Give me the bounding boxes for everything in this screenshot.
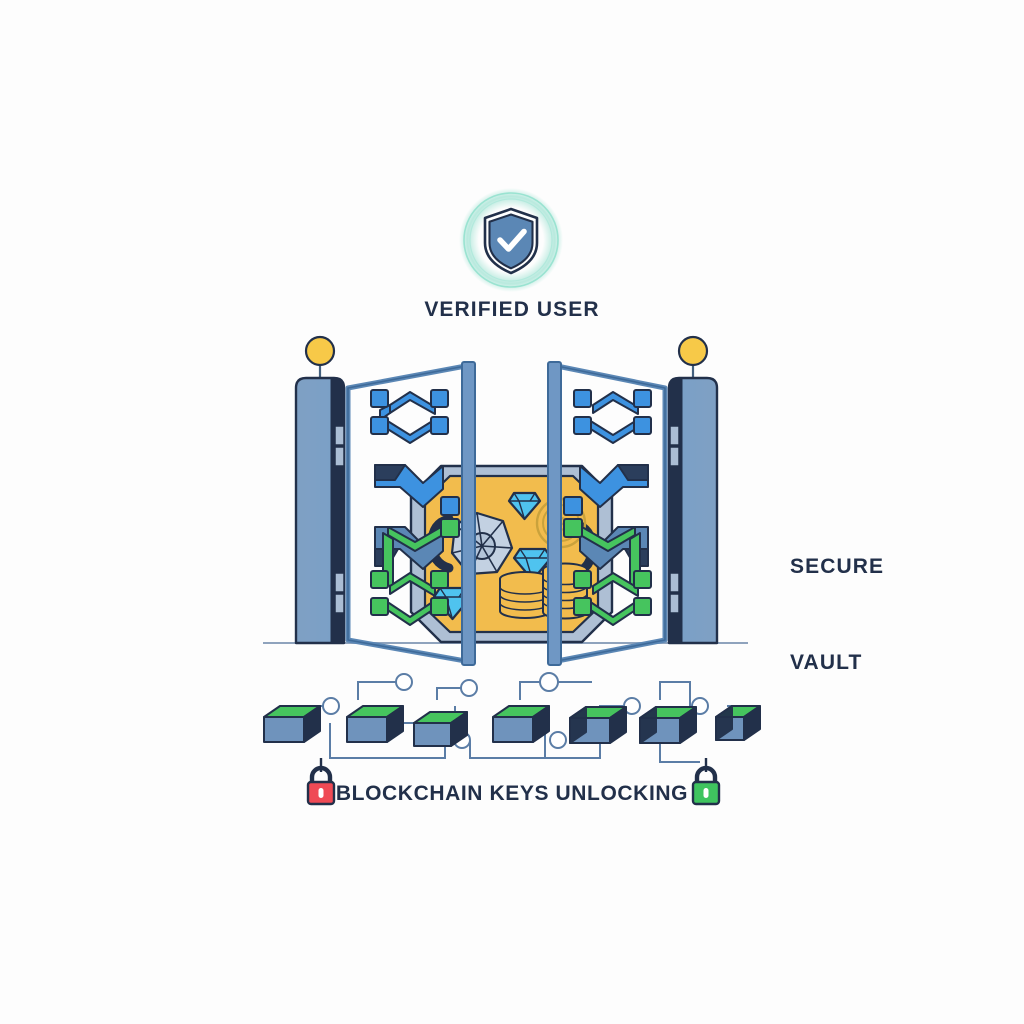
chain-block <box>346 705 404 743</box>
coin-stack-icon <box>499 571 551 619</box>
left-door[interactable] <box>345 361 476 666</box>
node-square <box>633 416 652 435</box>
secure-vault-label: SECURE VAULT <box>790 487 950 743</box>
node-square <box>370 389 389 408</box>
blockchain-keys-label: BLOCKCHAIN KEYS UNLOCKING <box>335 782 689 805</box>
chain-block <box>413 711 468 747</box>
lamp-icon <box>677 335 709 367</box>
node-square <box>440 518 460 538</box>
node-cluster-top-left <box>370 389 449 444</box>
secure-vault-label-line2: VAULT <box>790 651 863 674</box>
node-cluster-bottom-right <box>573 570 652 626</box>
left-door-edge <box>461 361 476 666</box>
node-square <box>573 570 592 589</box>
node-square <box>430 416 449 435</box>
gem-icon <box>512 547 553 582</box>
right-door[interactable] <box>547 361 668 666</box>
gem-icon <box>507 491 542 521</box>
node-square <box>430 597 449 616</box>
node-square <box>563 496 583 516</box>
node-cluster-mid-left <box>382 526 442 589</box>
right-pillar <box>667 335 719 645</box>
check-icon <box>497 228 527 252</box>
lamp-icon <box>304 335 336 367</box>
lock-locked <box>306 758 336 806</box>
flow-arrow-shadow <box>374 464 406 481</box>
pillar-panel <box>669 593 680 614</box>
chain-link-nodes <box>322 672 709 749</box>
left-pillar <box>294 335 346 645</box>
pillar-panel <box>334 572 345 593</box>
pillar-panel <box>669 425 680 446</box>
chain-block <box>715 705 761 741</box>
verified-user-badge <box>459 188 563 292</box>
node-square <box>573 597 592 616</box>
node-square <box>573 416 592 435</box>
pillar-panel <box>334 425 345 446</box>
lock-unlocked <box>691 758 721 806</box>
shield-check-icon <box>483 207 539 275</box>
node-square <box>370 570 389 589</box>
node-square <box>633 597 652 616</box>
chain-block <box>639 706 697 744</box>
chain-block <box>492 705 550 743</box>
node-square <box>440 496 460 516</box>
node-cluster-bottom-left <box>370 570 449 626</box>
node-square <box>573 389 592 408</box>
badge-ring-outer <box>463 192 559 288</box>
keyhole <box>703 788 709 798</box>
pillar-panel <box>334 446 345 467</box>
pillar-panel <box>334 593 345 614</box>
right-door-edge <box>547 361 562 666</box>
chain-block <box>263 705 321 743</box>
node-square <box>633 389 652 408</box>
keyhole <box>318 788 324 798</box>
node-square <box>430 389 449 408</box>
badge-ring-inner <box>469 198 553 282</box>
pillar-panel <box>669 572 680 593</box>
pillar-panel <box>669 446 680 467</box>
node-square <box>430 570 449 589</box>
node-square <box>633 570 652 589</box>
verified-user-label: VERIFIED USER <box>424 298 600 321</box>
flow-arrow-shadow <box>617 464 649 481</box>
node-square <box>563 518 583 538</box>
chain-block <box>569 706 627 744</box>
node-square <box>370 416 389 435</box>
secure-vault-label-line1: SECURE <box>790 555 885 578</box>
node-cluster-top-right <box>573 389 652 444</box>
node-square <box>370 597 389 616</box>
